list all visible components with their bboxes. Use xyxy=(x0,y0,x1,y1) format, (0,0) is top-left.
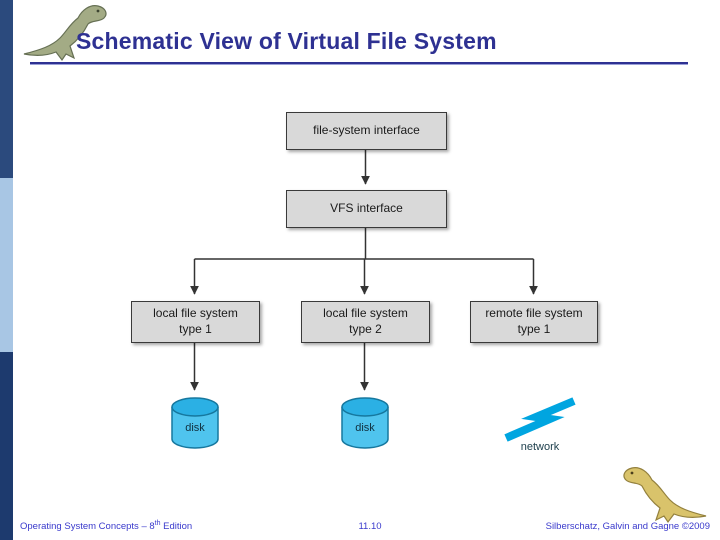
sidebar-accent-middle xyxy=(0,178,13,352)
footer-course-superscript: th xyxy=(154,519,161,527)
disk-1-label: disk xyxy=(185,422,205,434)
slide-page-number: 11.10 xyxy=(358,521,382,532)
page-title: Schematic View of Virtual File System xyxy=(76,28,497,54)
node-local-file-system-2: local file system type 2 xyxy=(301,301,430,343)
node-remote-file-system-1: remote file system type 1 xyxy=(470,301,598,343)
footer-course-title: Operating System Concepts – 8th Edition xyxy=(20,520,192,532)
node-local-file-system-1: local file system type 1 xyxy=(131,301,260,343)
node-vfs-interface: VFS interface xyxy=(286,190,447,228)
footer-course-prefix: Operating System Concepts – 8 xyxy=(20,521,155,532)
network-bolt-icon xyxy=(504,397,576,442)
dinosaur-logo-bottom-icon xyxy=(623,467,707,524)
footer-course-suffix: Edition xyxy=(160,521,193,532)
node-file-system-interface: file-system interface xyxy=(286,112,447,150)
disk-cylinder-2: disk xyxy=(341,397,389,449)
title-underline xyxy=(30,62,688,65)
network-label: network xyxy=(520,441,560,453)
footer-credits: Silberschatz, Galvin and Gagne ©2009 xyxy=(545,521,710,532)
disk-cylinder-1: disk xyxy=(171,397,219,449)
dinosaur-logo-top-icon xyxy=(23,5,107,62)
disk-2-label: disk xyxy=(355,422,375,434)
sidebar-accent-bottom xyxy=(0,352,13,540)
sidebar-accent-top xyxy=(0,0,13,178)
